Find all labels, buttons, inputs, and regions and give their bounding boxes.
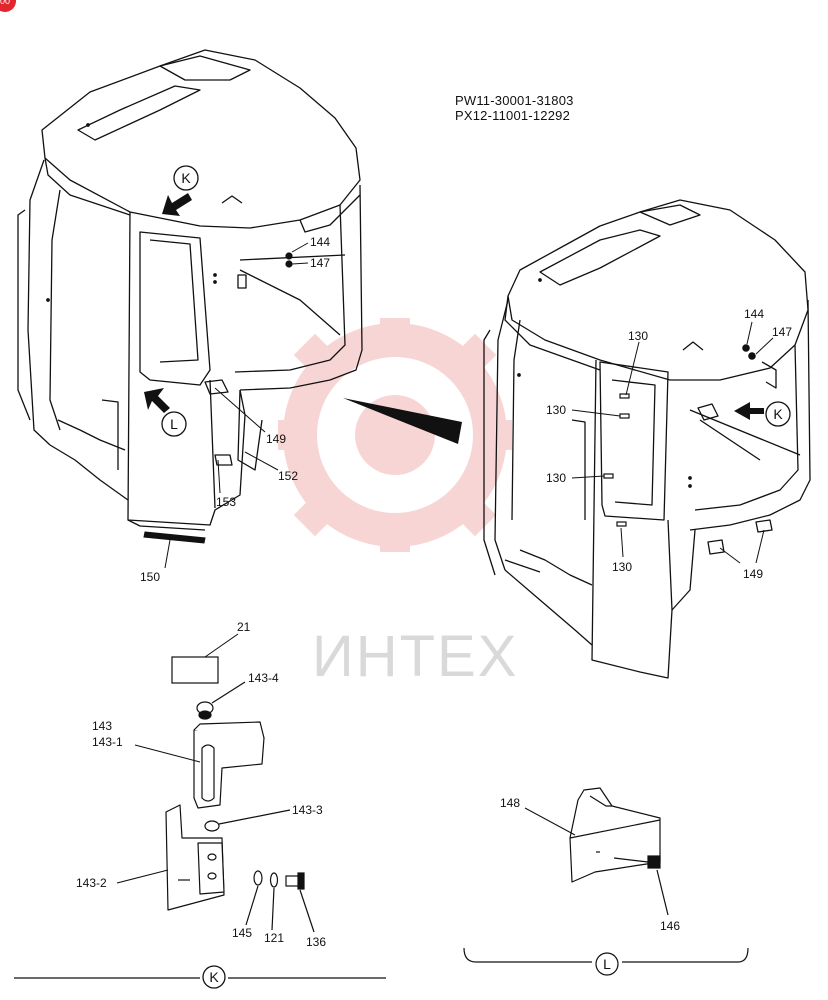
leader-143-1 xyxy=(134,744,201,763)
label-130-top: 130 xyxy=(628,329,648,343)
arrow-k-right-icon xyxy=(734,402,764,420)
transition-arrow-icon xyxy=(343,398,462,444)
bolts-130-right xyxy=(603,344,756,527)
label-152: 152 xyxy=(278,469,298,483)
label-147-right: 147 xyxy=(772,325,792,339)
arrow-k-left-icon xyxy=(162,193,192,216)
detail-k-marker-text: K xyxy=(209,969,219,985)
clip-143-3-drawing xyxy=(204,809,291,832)
detail-k-baseline: K xyxy=(14,965,386,989)
view-marker-k-right: K xyxy=(765,401,791,427)
serial-number-block: PW11-30001-31803 PX12-11001-12292 xyxy=(455,93,574,123)
hardware-145-121-136 xyxy=(245,870,315,933)
serial-number-2: PX12-11001-12292 xyxy=(455,108,570,123)
label-121: 121 xyxy=(264,931,284,945)
label-146: 146 xyxy=(660,919,680,933)
watermark-text: ИНТЕХ xyxy=(312,624,518,689)
view-marker-k-left-text: K xyxy=(181,170,191,186)
leader-148 xyxy=(524,807,576,836)
leader-lines-left xyxy=(164,242,309,569)
serial-number-1: PW11-30001-31803 xyxy=(455,93,574,108)
label-130-low: 130 xyxy=(546,471,566,485)
bracket-143-2-drawing xyxy=(165,804,225,911)
label-149-right: 149 xyxy=(743,567,763,581)
label-145: 145 xyxy=(232,926,252,940)
view-marker-l-left-text: L xyxy=(170,416,178,432)
label-143-1: 143-1 xyxy=(92,735,123,749)
label-148: 148 xyxy=(500,796,520,810)
detail-l-brace xyxy=(463,947,749,976)
bolt-144-147-left xyxy=(285,252,293,268)
view-marker-l-left: L xyxy=(161,411,187,437)
label-153: 153 xyxy=(216,495,236,509)
label-144-left: 144 xyxy=(310,235,330,249)
detail-l-marker-text: L xyxy=(603,956,611,972)
knob-143-4-drawing xyxy=(196,681,246,720)
bolt-146-drawing xyxy=(613,855,669,916)
view-marker-k-right-text: K xyxy=(773,406,783,422)
label-143: 143 xyxy=(92,719,112,733)
label-143-4: 143-4 xyxy=(248,671,279,685)
label-143-3: 143-3 xyxy=(292,803,323,817)
label-21: 21 xyxy=(237,620,251,634)
strip-150-drawing xyxy=(143,531,206,544)
label-136: 136 xyxy=(306,935,326,949)
label-143-2: 143-2 xyxy=(76,876,107,890)
label-130-bottom: 130 xyxy=(612,560,632,574)
cover-148-drawing xyxy=(569,787,661,883)
arrow-l-left-icon xyxy=(144,388,170,413)
bracket-143-1-drawing xyxy=(193,721,265,809)
leader-143-2 xyxy=(116,869,169,884)
label-130-mid: 130 xyxy=(546,403,566,417)
view-marker-k-left: K xyxy=(173,165,199,191)
cab-left-drawing xyxy=(17,49,363,531)
leader-lines-right xyxy=(571,321,774,564)
label-149-left: 149 xyxy=(266,432,286,446)
label-147-left: 147 xyxy=(310,256,330,270)
plate-21-drawing xyxy=(171,633,239,684)
label-144-right: 144 xyxy=(744,307,764,321)
label-150: 150 xyxy=(140,570,160,584)
watermark-gear-icon xyxy=(278,318,512,552)
cab-right-drawing xyxy=(483,199,811,679)
corner-badge: 00 xyxy=(0,0,16,12)
